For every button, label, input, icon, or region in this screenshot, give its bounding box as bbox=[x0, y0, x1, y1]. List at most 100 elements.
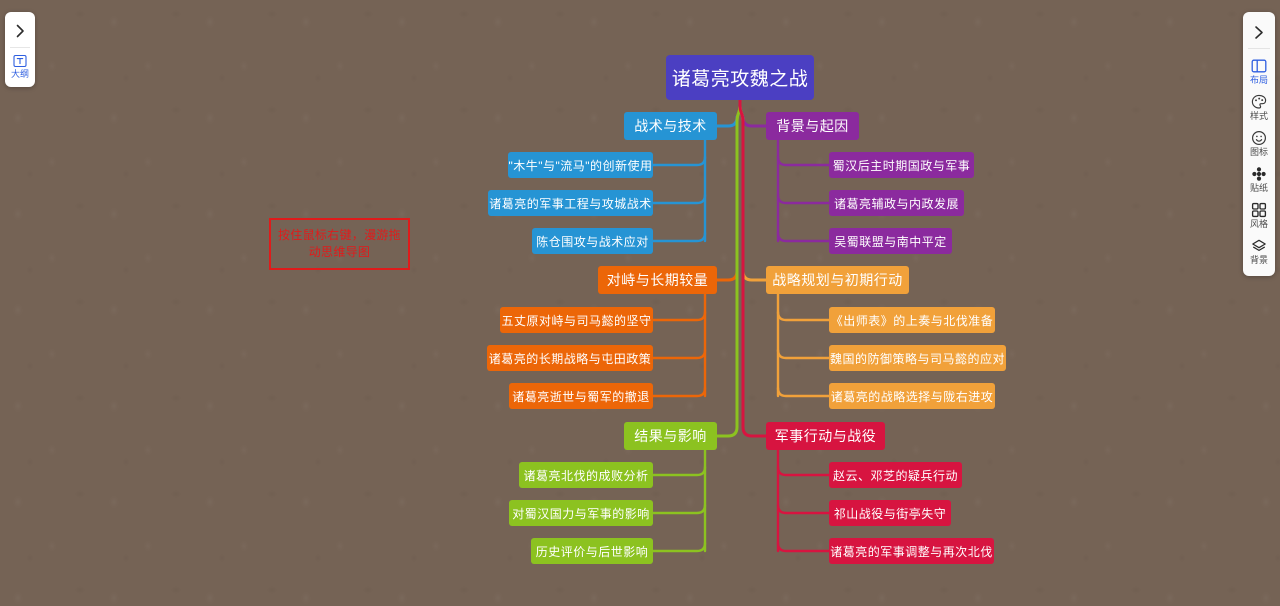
mindmap-leaf-node[interactable]: 蜀汉后主时期国政与军事 bbox=[829, 152, 974, 178]
connector-line bbox=[776, 231, 831, 243]
right-panel-item-label: 贴纸 bbox=[1249, 183, 1268, 193]
chevron-right-icon bbox=[1255, 25, 1263, 39]
chevron-right-icon bbox=[16, 24, 24, 38]
mindmap-branch-node[interactable]: 战术与技术 bbox=[624, 112, 717, 140]
right-panel-item-label: 样式 bbox=[1249, 111, 1268, 121]
right-panel-item-theme[interactable]: 风格 bbox=[1243, 198, 1275, 234]
text-outline-icon bbox=[13, 53, 28, 68]
mindmap-leaf-node[interactable]: 诸葛亮的军事调整与再次北伐 bbox=[829, 538, 994, 564]
node-label: 诸葛亮辅政与内政发展 bbox=[833, 196, 959, 211]
node-label: 诸葛亮攻魏之战 bbox=[671, 69, 809, 90]
mindmap-leaf-node[interactable]: 祁山战役与街亭失守 bbox=[829, 500, 951, 526]
node-label: 诸葛亮北伐的成败分析 bbox=[523, 468, 649, 483]
right-panel-item-background[interactable]: 背景 bbox=[1243, 234, 1275, 270]
flower-sticker-icon bbox=[1251, 165, 1268, 182]
left-tool-panel[interactable]: 大纲 bbox=[5, 12, 35, 87]
mindmap-leaf-node[interactable]: 诸葛亮北伐的成败分析 bbox=[519, 462, 653, 488]
right-tool-panel[interactable]: 布局 样式 图标 bbox=[1243, 12, 1275, 276]
node-label: 军事行动与战役 bbox=[774, 428, 877, 444]
mindmap-leaf-node[interactable]: 《出师表》的上奏与北伐准备 bbox=[829, 307, 995, 333]
mindmap-branch-node[interactable]: 对峙与长期较量 bbox=[598, 266, 717, 294]
mindmap-leaf-node[interactable]: 诸葛亮逝世与蜀军的撤退 bbox=[509, 383, 653, 409]
connector-line bbox=[776, 193, 831, 205]
connector-line bbox=[651, 386, 707, 398]
node-label: 蜀汉后主时期国政与军事 bbox=[832, 158, 971, 173]
connector-line bbox=[776, 465, 831, 477]
mindmap-leaf-node[interactable]: 赵云、邓芝的疑兵行动 bbox=[829, 462, 962, 488]
right-panel-item-label: 背景 bbox=[1249, 255, 1268, 265]
right-panel-item-label: 风格 bbox=[1249, 219, 1268, 229]
right-panel-item-style[interactable]: 样式 bbox=[1243, 90, 1275, 126]
right-panel-expand-button[interactable] bbox=[1243, 16, 1275, 48]
connector-line bbox=[651, 310, 707, 322]
connector-line bbox=[715, 98, 742, 438]
mindmap-leaf-node[interactable]: 诸葛亮的长期战略与屯田政策 bbox=[487, 345, 653, 371]
connector-line bbox=[651, 503, 707, 515]
node-label: 陈仓围攻与战术应对 bbox=[536, 234, 649, 249]
connector-line bbox=[651, 231, 707, 243]
mindmap-leaf-node[interactable]: 历史评价与后世影响 bbox=[531, 538, 653, 564]
mindmap-branch-node[interactable]: 背景与起因 bbox=[766, 112, 859, 140]
node-label: "木牛"与"流马"的创新使用 bbox=[508, 158, 653, 173]
grid-squares-icon bbox=[1251, 201, 1268, 218]
node-label: 诸葛亮的长期战略与屯田政策 bbox=[488, 351, 652, 366]
node-label: 战术与技术 bbox=[634, 118, 707, 134]
connector-line bbox=[776, 348, 831, 360]
connector-line bbox=[776, 386, 831, 398]
node-label: 魏国的防御策略与司马懿的应对 bbox=[829, 351, 1005, 366]
node-label: 赵云、邓芝的疑兵行动 bbox=[832, 468, 958, 483]
connector-line bbox=[651, 348, 707, 360]
pan-hint-annotation: 按住鼠标右键，漫游拖动思维导图 bbox=[269, 218, 410, 270]
left-panel-item-label: 大纲 bbox=[10, 69, 29, 79]
mindmap-leaf-node[interactable]: 诸葛亮的军事工程与攻城战术 bbox=[488, 190, 653, 216]
node-label: 历史评价与后世影响 bbox=[535, 544, 649, 559]
mindmap-root-node[interactable]: 诸葛亮攻魏之战 bbox=[666, 55, 814, 100]
right-panel-item-label: 图标 bbox=[1249, 147, 1268, 157]
mindmap-leaf-node[interactable]: 诸葛亮的战略选择与陇右进攻 bbox=[829, 383, 995, 409]
node-label: 诸葛亮的军事工程与攻城战术 bbox=[489, 196, 652, 211]
right-panel-divider bbox=[1248, 48, 1270, 49]
mindmap-leaf-node[interactable]: 对蜀汉国力与军事的影响 bbox=[509, 500, 653, 526]
connector-line bbox=[651, 155, 707, 167]
node-label: 诸葛亮的军事调整与再次北伐 bbox=[830, 544, 993, 559]
mindmap-leaf-node[interactable]: 诸葛亮辅政与内政发展 bbox=[829, 190, 964, 216]
left-panel-expand-button[interactable] bbox=[5, 16, 35, 46]
layers-icon bbox=[1251, 237, 1268, 254]
mindmap-leaf-node[interactable]: 五丈原对峙与司马懿的坚守 bbox=[500, 307, 653, 333]
node-label: 背景与起因 bbox=[776, 118, 849, 134]
mindmap-branch-node[interactable]: 军事行动与战役 bbox=[766, 422, 885, 450]
mindmap-leaf-node[interactable]: "木牛"与"流马"的创新使用 bbox=[508, 152, 653, 178]
node-label: 对蜀汉国力与军事的影响 bbox=[512, 506, 650, 521]
mindmap-leaf-node[interactable]: 陈仓围攻与战术应对 bbox=[532, 228, 653, 254]
node-label: 诸葛亮逝世与蜀军的撤退 bbox=[512, 389, 650, 404]
right-panel-item-label: 布局 bbox=[1249, 75, 1268, 85]
connector-line bbox=[651, 541, 707, 553]
connector-line bbox=[776, 541, 831, 553]
connector-line bbox=[651, 465, 707, 477]
layout-icon bbox=[1251, 57, 1268, 74]
node-label: 诸葛亮的战略选择与陇右进攻 bbox=[830, 389, 994, 404]
left-panel-divider bbox=[10, 47, 30, 48]
node-label: 吴蜀联盟与南中平定 bbox=[834, 234, 947, 249]
mindmap-leaf-node[interactable]: 魏国的防御策略与司马懿的应对 bbox=[829, 345, 1006, 371]
pan-hint-text: 按住鼠标右键，漫游拖动思维导图 bbox=[277, 228, 401, 259]
node-label: 《出师表》的上奏与北伐准备 bbox=[830, 313, 994, 328]
node-label: 战略规划与初期行动 bbox=[772, 272, 903, 288]
mindmap-leaf-node[interactable]: 吴蜀联盟与南中平定 bbox=[829, 228, 952, 254]
right-panel-item-sticker[interactable]: 贴纸 bbox=[1243, 162, 1275, 198]
right-panel-item-icon[interactable]: 图标 bbox=[1243, 126, 1275, 162]
right-panel-item-layout[interactable]: 布局 bbox=[1243, 54, 1275, 90]
node-label: 对峙与长期较量 bbox=[606, 272, 709, 288]
connector-line bbox=[776, 503, 831, 515]
connector-line bbox=[776, 155, 831, 167]
mindmap-branch-node[interactable]: 结果与影响 bbox=[624, 422, 717, 450]
node-label: 祁山战役与街亭失守 bbox=[833, 506, 947, 521]
smiley-icon bbox=[1251, 129, 1268, 146]
node-label: 结果与影响 bbox=[634, 428, 707, 444]
connector-line bbox=[738, 98, 768, 438]
left-panel-item-outline[interactable]: 大纲 bbox=[5, 52, 35, 82]
mindmap-branch-node[interactable]: 战略规划与初期行动 bbox=[766, 266, 909, 294]
connector-line bbox=[776, 310, 831, 322]
